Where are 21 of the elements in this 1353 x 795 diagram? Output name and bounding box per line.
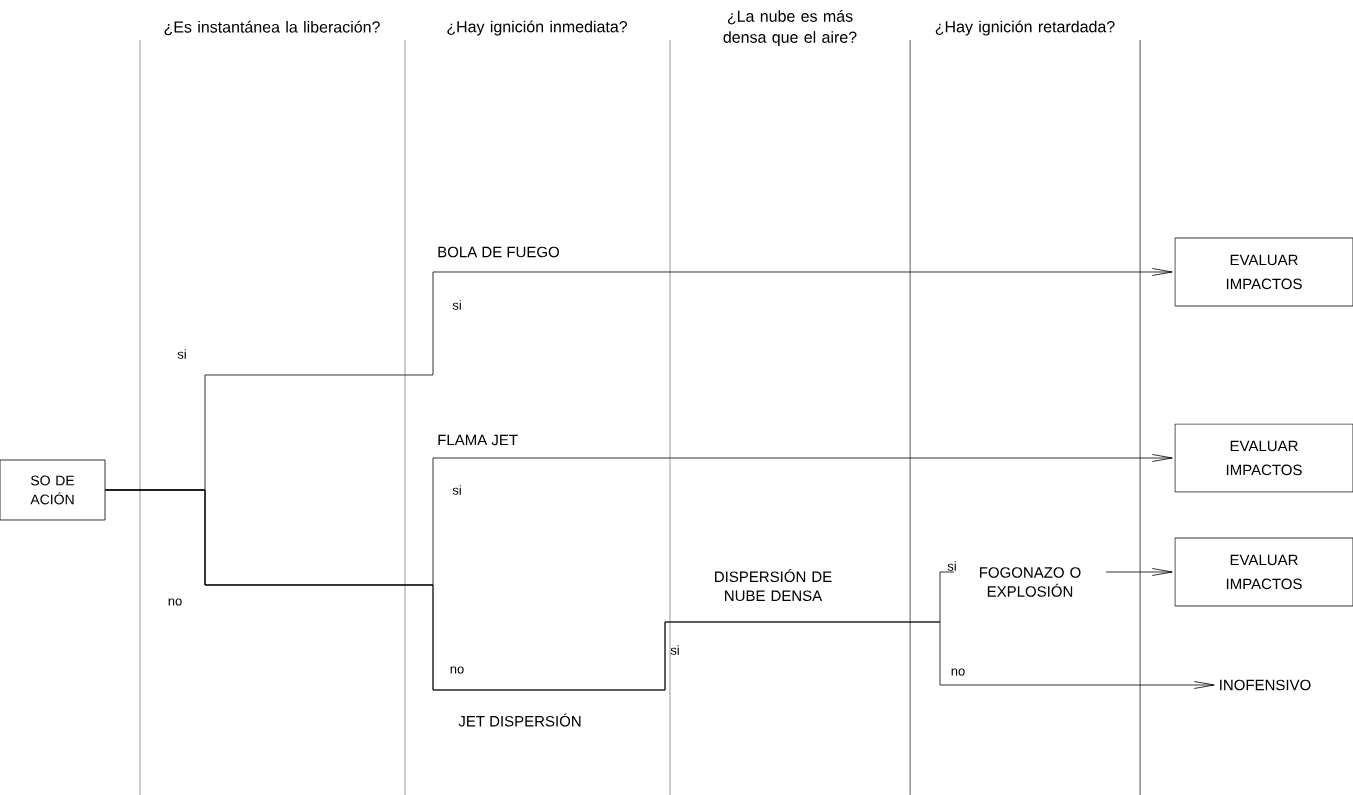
branch-label: no [951,668,965,676]
branch-label: si [452,485,461,495]
branch-label: no [450,666,464,674]
outcome-box: EVALUAR IMPACTOS [1174,237,1353,307]
column-header: ¿Hay ignición retardada? [935,20,1115,36]
branch-label: si [452,300,461,310]
start-box: SO DE ACIÓN [0,459,106,521]
outcome-box: EVALUAR IMPACTOS [1174,537,1353,607]
edge-label: FLAMA JET [436,433,520,447]
outcome-box: EVALUAR IMPACTOS [1174,423,1353,493]
outcome-label: DISPERSIÓN DE NUBE DENSA [715,568,832,602]
branch-label: si [177,349,186,359]
column-header: ¿Hay ignición inmediata? [447,20,628,36]
branch-label: si [670,645,679,655]
branch-label: no [168,598,182,606]
outcome-label: JET DISPERSIÓN [458,713,581,727]
branch-label: si [947,561,956,571]
outcome-text: INOFENSIVO [1220,679,1311,691]
column-header: ¿La nube es más densa que el aire? [723,9,857,47]
column-header: ¿Es instantánea la liberación? [164,20,380,36]
edge-label: BOLA DE FUEGO [436,245,561,259]
